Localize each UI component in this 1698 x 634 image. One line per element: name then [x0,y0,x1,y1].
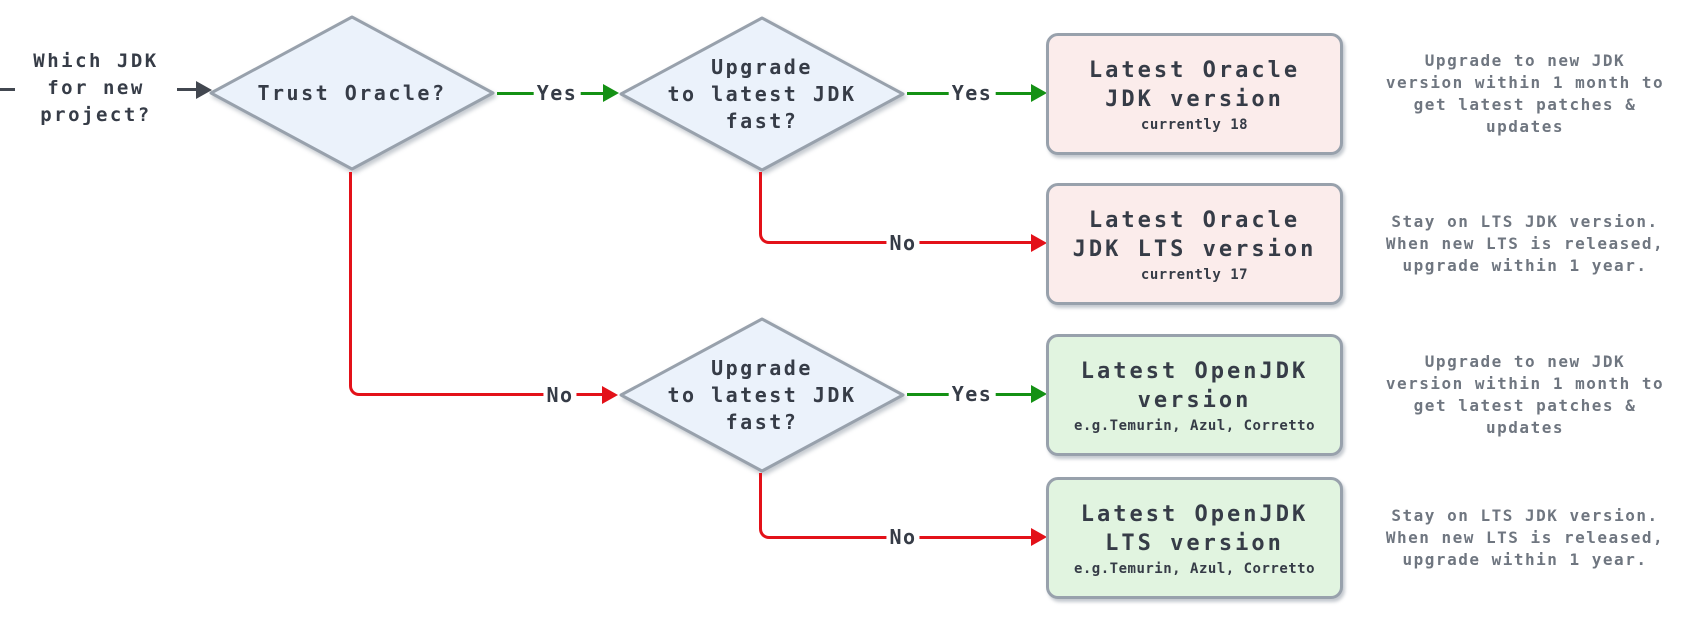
arrow-right-icon [196,81,212,99]
outcome-subtitle: currently 17 [1140,266,1249,283]
diamond-shape [209,15,495,171]
edge-label-no: No [543,383,577,407]
decision-upgrade-fast-oracle-label: Upgrade to latest JDK fast? [667,54,857,133]
edge-label-yes: Yes [533,81,581,105]
outcome-title: Latest Oracle JDK version [1088,57,1301,112]
outcome-subtitle: e.g.Temurin, Azul, Corretto [1073,417,1316,434]
edge-label-no: No [886,525,920,549]
edge-label-no: No [886,231,920,255]
diamond-shape [619,16,905,172]
diamond-shape [619,317,905,473]
outcome-oracle-latest: Latest Oracle JDK version currently 18 [1046,33,1343,155]
annotation-oracle-lts: Stay on LTS JDK version. When new LTS is… [1385,212,1665,275]
start-question-label: Which JDK for new project? [15,48,177,129]
decision-trust-oracle: Trust Oracle? [207,13,497,173]
arrow-right-icon [602,386,618,404]
decision-upgrade-fast-oracle: Upgrade to latest JDK fast? [617,14,907,174]
outcome-title: Latest Oracle JDK LTS version [1072,207,1317,262]
outcome-oracle-lts: Latest Oracle JDK LTS version currently … [1046,183,1343,305]
outcome-title: Latest OpenJDK LTS version [1080,501,1309,556]
edge-trust-no-line [349,172,603,396]
edge-label-yes: Yes [948,382,996,406]
outcome-openjdk-latest: Latest OpenJDK version e.g.Temurin, Azul… [1046,334,1343,456]
decision-upgrade-fast-openjdk: Upgrade to latest JDK fast? [617,315,907,475]
outcome-subtitle: currently 18 [1140,116,1249,133]
annotation-openjdk-latest: Upgrade to new JDK version within 1 mont… [1385,352,1665,437]
arrow-right-icon [1031,385,1047,403]
arrow-right-icon [1031,234,1047,252]
arrow-right-icon [1031,84,1047,102]
edge-label-yes: Yes [948,81,996,105]
decision-trust-oracle-label: Trust Oracle? [257,80,447,105]
outcome-title: Latest OpenJDK version [1080,358,1309,413]
annotation-oracle-latest: Upgrade to new JDK version within 1 mont… [1385,51,1665,136]
annotation-openjdk-lts: Stay on LTS JDK version. When new LTS is… [1385,506,1665,569]
arrow-right-icon [603,84,619,102]
arrow-right-icon [1031,528,1047,546]
decision-upgrade-fast-openjdk-label: Upgrade to latest JDK fast? [667,355,857,434]
outcome-subtitle: e.g.Temurin, Azul, Corretto [1073,560,1316,577]
outcome-openjdk-lts: Latest OpenJDK LTS version e.g.Temurin, … [1046,477,1343,599]
